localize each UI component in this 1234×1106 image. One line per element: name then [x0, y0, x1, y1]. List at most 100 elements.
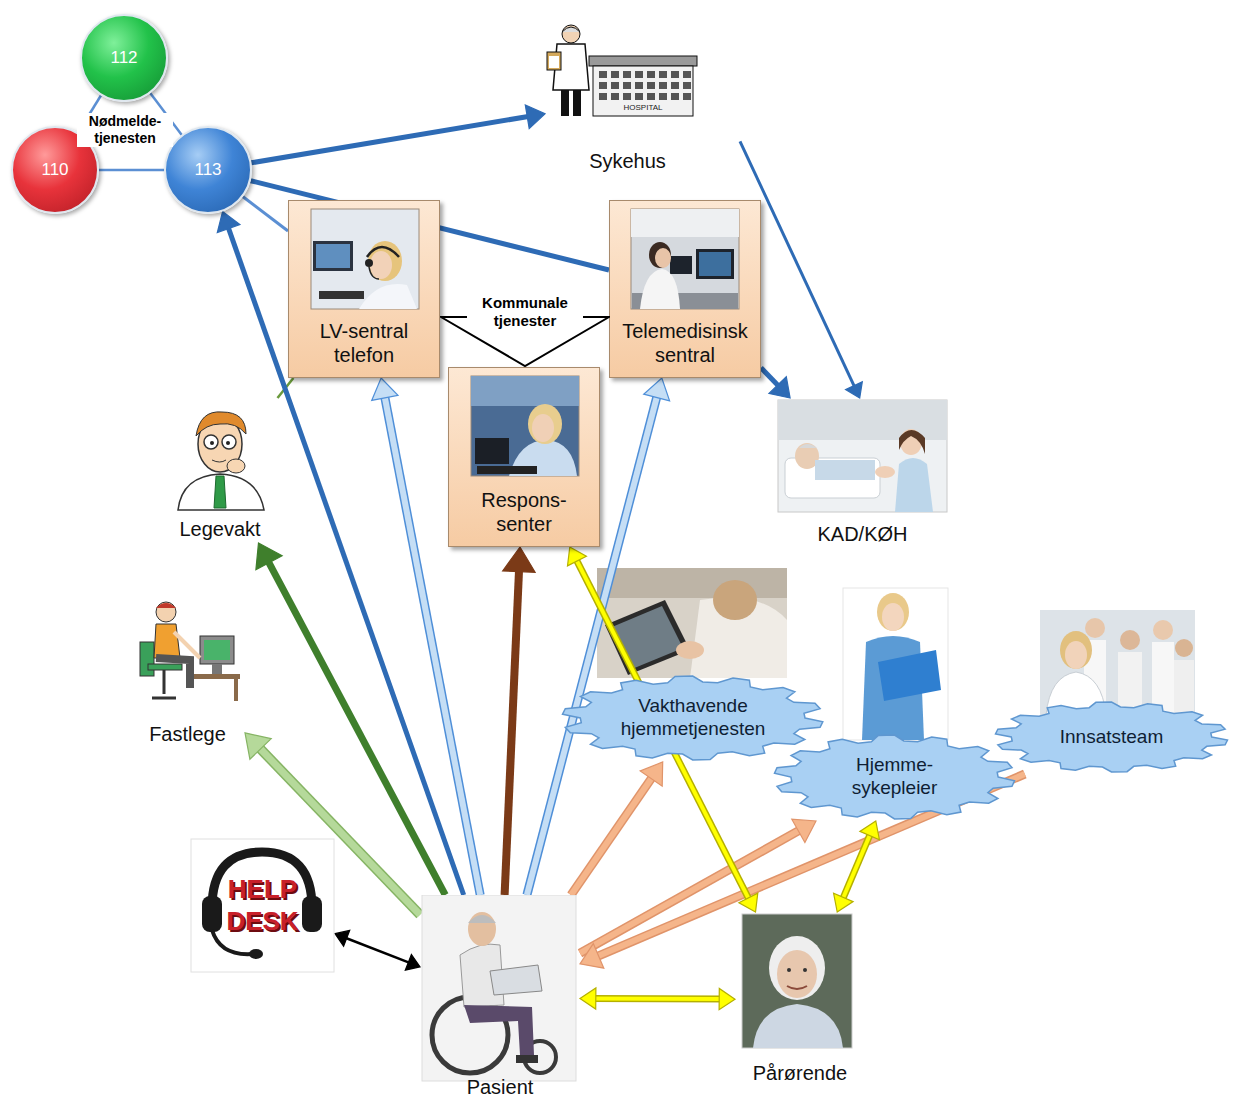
relative-photo-part	[803, 968, 807, 972]
arrow-head	[580, 988, 596, 1009]
node-text: Pasient	[467, 1075, 534, 1099]
patient-photo-part	[490, 965, 542, 995]
doctor-cartoon-part	[196, 412, 246, 436]
telemedicine-photo-part	[649, 242, 671, 268]
response-photo-part	[528, 404, 562, 444]
telemedicine-photo-part	[631, 209, 739, 309]
bedside-photo-part	[799, 444, 817, 448]
response-photo-part	[471, 376, 579, 476]
relative-photo-part	[787, 986, 807, 989]
nurse-photo	[843, 588, 948, 740]
connector-arrow	[243, 197, 288, 231]
gp-cartoon-part	[140, 642, 154, 676]
operator-photo-part	[319, 291, 364, 299]
node-text: Kommunale tjenester	[467, 294, 583, 330]
arrow-head	[568, 547, 587, 566]
nurse-photo-part	[877, 593, 909, 631]
label-text: HOSPITAL	[624, 103, 663, 113]
node-text: Pårørende	[753, 1061, 848, 1085]
connector-line	[571, 772, 656, 895]
gear-shape	[996, 702, 1228, 772]
gear-shape	[563, 676, 823, 760]
gp-cartoon-part	[200, 636, 234, 664]
doctor-cartoon-part	[212, 460, 226, 462]
node-text: Telemedisinsk sentral	[613, 319, 757, 367]
arrow-head	[525, 105, 545, 129]
telemedicine-photo-part	[631, 209, 739, 237]
operator-photo-part	[369, 267, 379, 279]
emergency-circle: 113	[164, 126, 252, 214]
hospital-node: Sykehus	[545, 20, 740, 175]
arrow-head	[769, 377, 790, 398]
patient-photo-part	[464, 1005, 534, 1055]
connector-arrow	[834, 821, 880, 912]
headset-icon-part	[302, 896, 322, 932]
node-text: Innsatsteam	[1060, 726, 1164, 749]
gp-cartoon-part	[154, 624, 180, 658]
gp-cartoon-part	[156, 602, 176, 622]
patient-node: Pasient	[420, 895, 580, 1101]
response-photo-part	[532, 414, 554, 442]
operator-photo-part	[367, 247, 399, 257]
service-node: Fastlege	[130, 598, 245, 748]
label-text: Nødmelde- tjenesten	[77, 113, 173, 147]
headset-icon-part	[202, 896, 222, 932]
gear-shape	[775, 735, 1015, 819]
connector-line	[243, 197, 288, 231]
bedside-photo-part	[895, 458, 933, 512]
connector-arrow	[99, 170, 164, 171]
headset-icon-part	[249, 949, 263, 959]
team-photo-part	[1153, 620, 1173, 640]
connector-line	[505, 562, 520, 895]
operator-photo-part	[316, 244, 350, 268]
operator-photo-part	[359, 284, 417, 309]
connector-line	[342, 937, 413, 965]
node-text: Legevakt	[179, 517, 260, 541]
gp-cartoon-part	[156, 603, 176, 608]
connector-outline	[841, 830, 872, 904]
telemedicine-photo-part	[696, 249, 734, 279]
hospital-building-part	[589, 56, 697, 66]
arrow-head	[217, 212, 240, 233]
hospital-building-part	[599, 71, 691, 100]
nurse-photo-part	[882, 603, 904, 631]
label-holder: HOSPITAL	[593, 103, 693, 113]
team-gear: Hjemme- sykepleier	[772, 733, 1017, 821]
operator-photo-part	[370, 251, 392, 279]
patient-photo-part	[468, 915, 496, 923]
connector-outline	[590, 995, 726, 1003]
doctor-figure-part	[562, 27, 580, 32]
node-text: Respons- senter	[474, 488, 574, 536]
telemedicine-photo-part	[655, 248, 671, 268]
telemedicine-photo	[610, 201, 760, 313]
telemedicine-photo-part	[699, 252, 731, 276]
operator-photo	[289, 201, 441, 313]
operator-photo-part	[311, 209, 419, 309]
arrow-head	[245, 733, 271, 759]
tablet-photo-part	[713, 580, 757, 620]
hospital-building-part	[593, 66, 693, 116]
service-box: LV-sentral telefon	[288, 200, 440, 378]
operator-photo-part	[365, 259, 373, 267]
doctor-cartoon-part	[226, 441, 230, 445]
telemedicine-photo-part	[640, 269, 680, 309]
connector-arrow	[503, 547, 535, 895]
patient-photo-part	[422, 895, 576, 1081]
team-photo-part	[1065, 641, 1087, 669]
relative-photo-part	[753, 1004, 843, 1048]
service-box: Respons- senter	[448, 367, 600, 547]
bedside-photo-part	[815, 460, 875, 480]
service-node: Legevakt	[160, 398, 280, 543]
relative-node: Pårørende	[735, 912, 865, 1087]
connector-line	[590, 996, 726, 1001]
headset-icon-part	[191, 839, 334, 972]
team-photo-part	[1175, 639, 1193, 657]
doctor-cartoon-part	[178, 474, 264, 510]
response-photo-part	[475, 438, 509, 464]
doctor-figure-part	[573, 88, 581, 116]
team-photo-part	[1118, 652, 1142, 715]
relative-photo-part	[742, 914, 852, 1048]
operator-photo-part	[313, 241, 353, 271]
helpdesk-node: HELP DESK	[190, 838, 335, 973]
team-gear: Vakthavende hjemmetjenesten	[560, 674, 825, 762]
